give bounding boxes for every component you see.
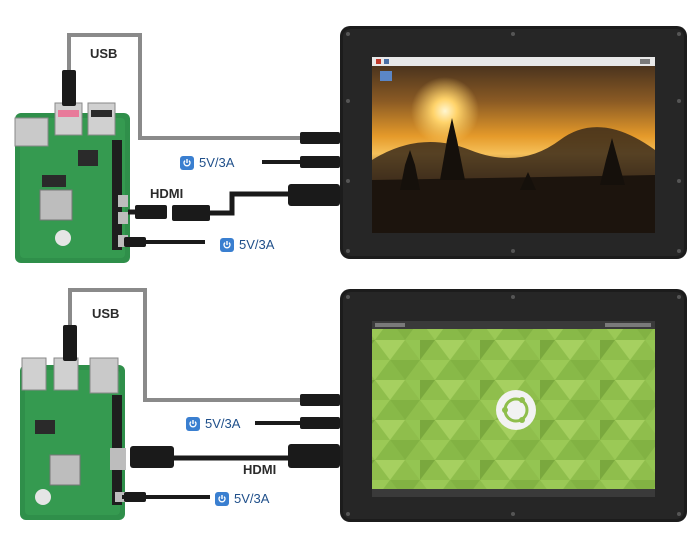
hdmi-cable-bottom — [130, 444, 340, 468]
board-power-label-top: 5V/3A — [220, 237, 274, 252]
power-icon — [215, 492, 229, 506]
display-power-label-bottom: 5V/3A — [186, 416, 240, 431]
raspberry-pi-board-top — [15, 103, 130, 263]
board-power-text-bottom: 5V/3A — [234, 491, 269, 506]
usb-label-top: USB — [90, 46, 117, 61]
display-power-text-bottom: 5V/3A — [205, 416, 240, 431]
board-power-text-top: 5V/3A — [239, 237, 274, 252]
power-icon — [180, 156, 194, 170]
display-bottom — [340, 289, 687, 522]
usb-label-bottom: USB — [92, 306, 119, 321]
hdmi-label-bottom: HDMI — [243, 462, 276, 477]
board-power-label-bottom: 5V/3A — [215, 491, 269, 506]
display-power-label-top: 5V/3A — [180, 155, 234, 170]
board-power-cable-bottom — [122, 492, 210, 502]
display-power-cable-top — [262, 156, 340, 168]
display-top — [340, 26, 687, 259]
board-power-cable-top — [124, 237, 205, 247]
raspberry-pi-board-bottom — [20, 358, 126, 520]
hdmi-label-top: HDMI — [150, 186, 183, 201]
power-icon — [220, 238, 234, 252]
display-power-text-top: 5V/3A — [199, 155, 234, 170]
power-icon — [186, 417, 200, 431]
display-power-cable-bottom — [255, 417, 340, 429]
